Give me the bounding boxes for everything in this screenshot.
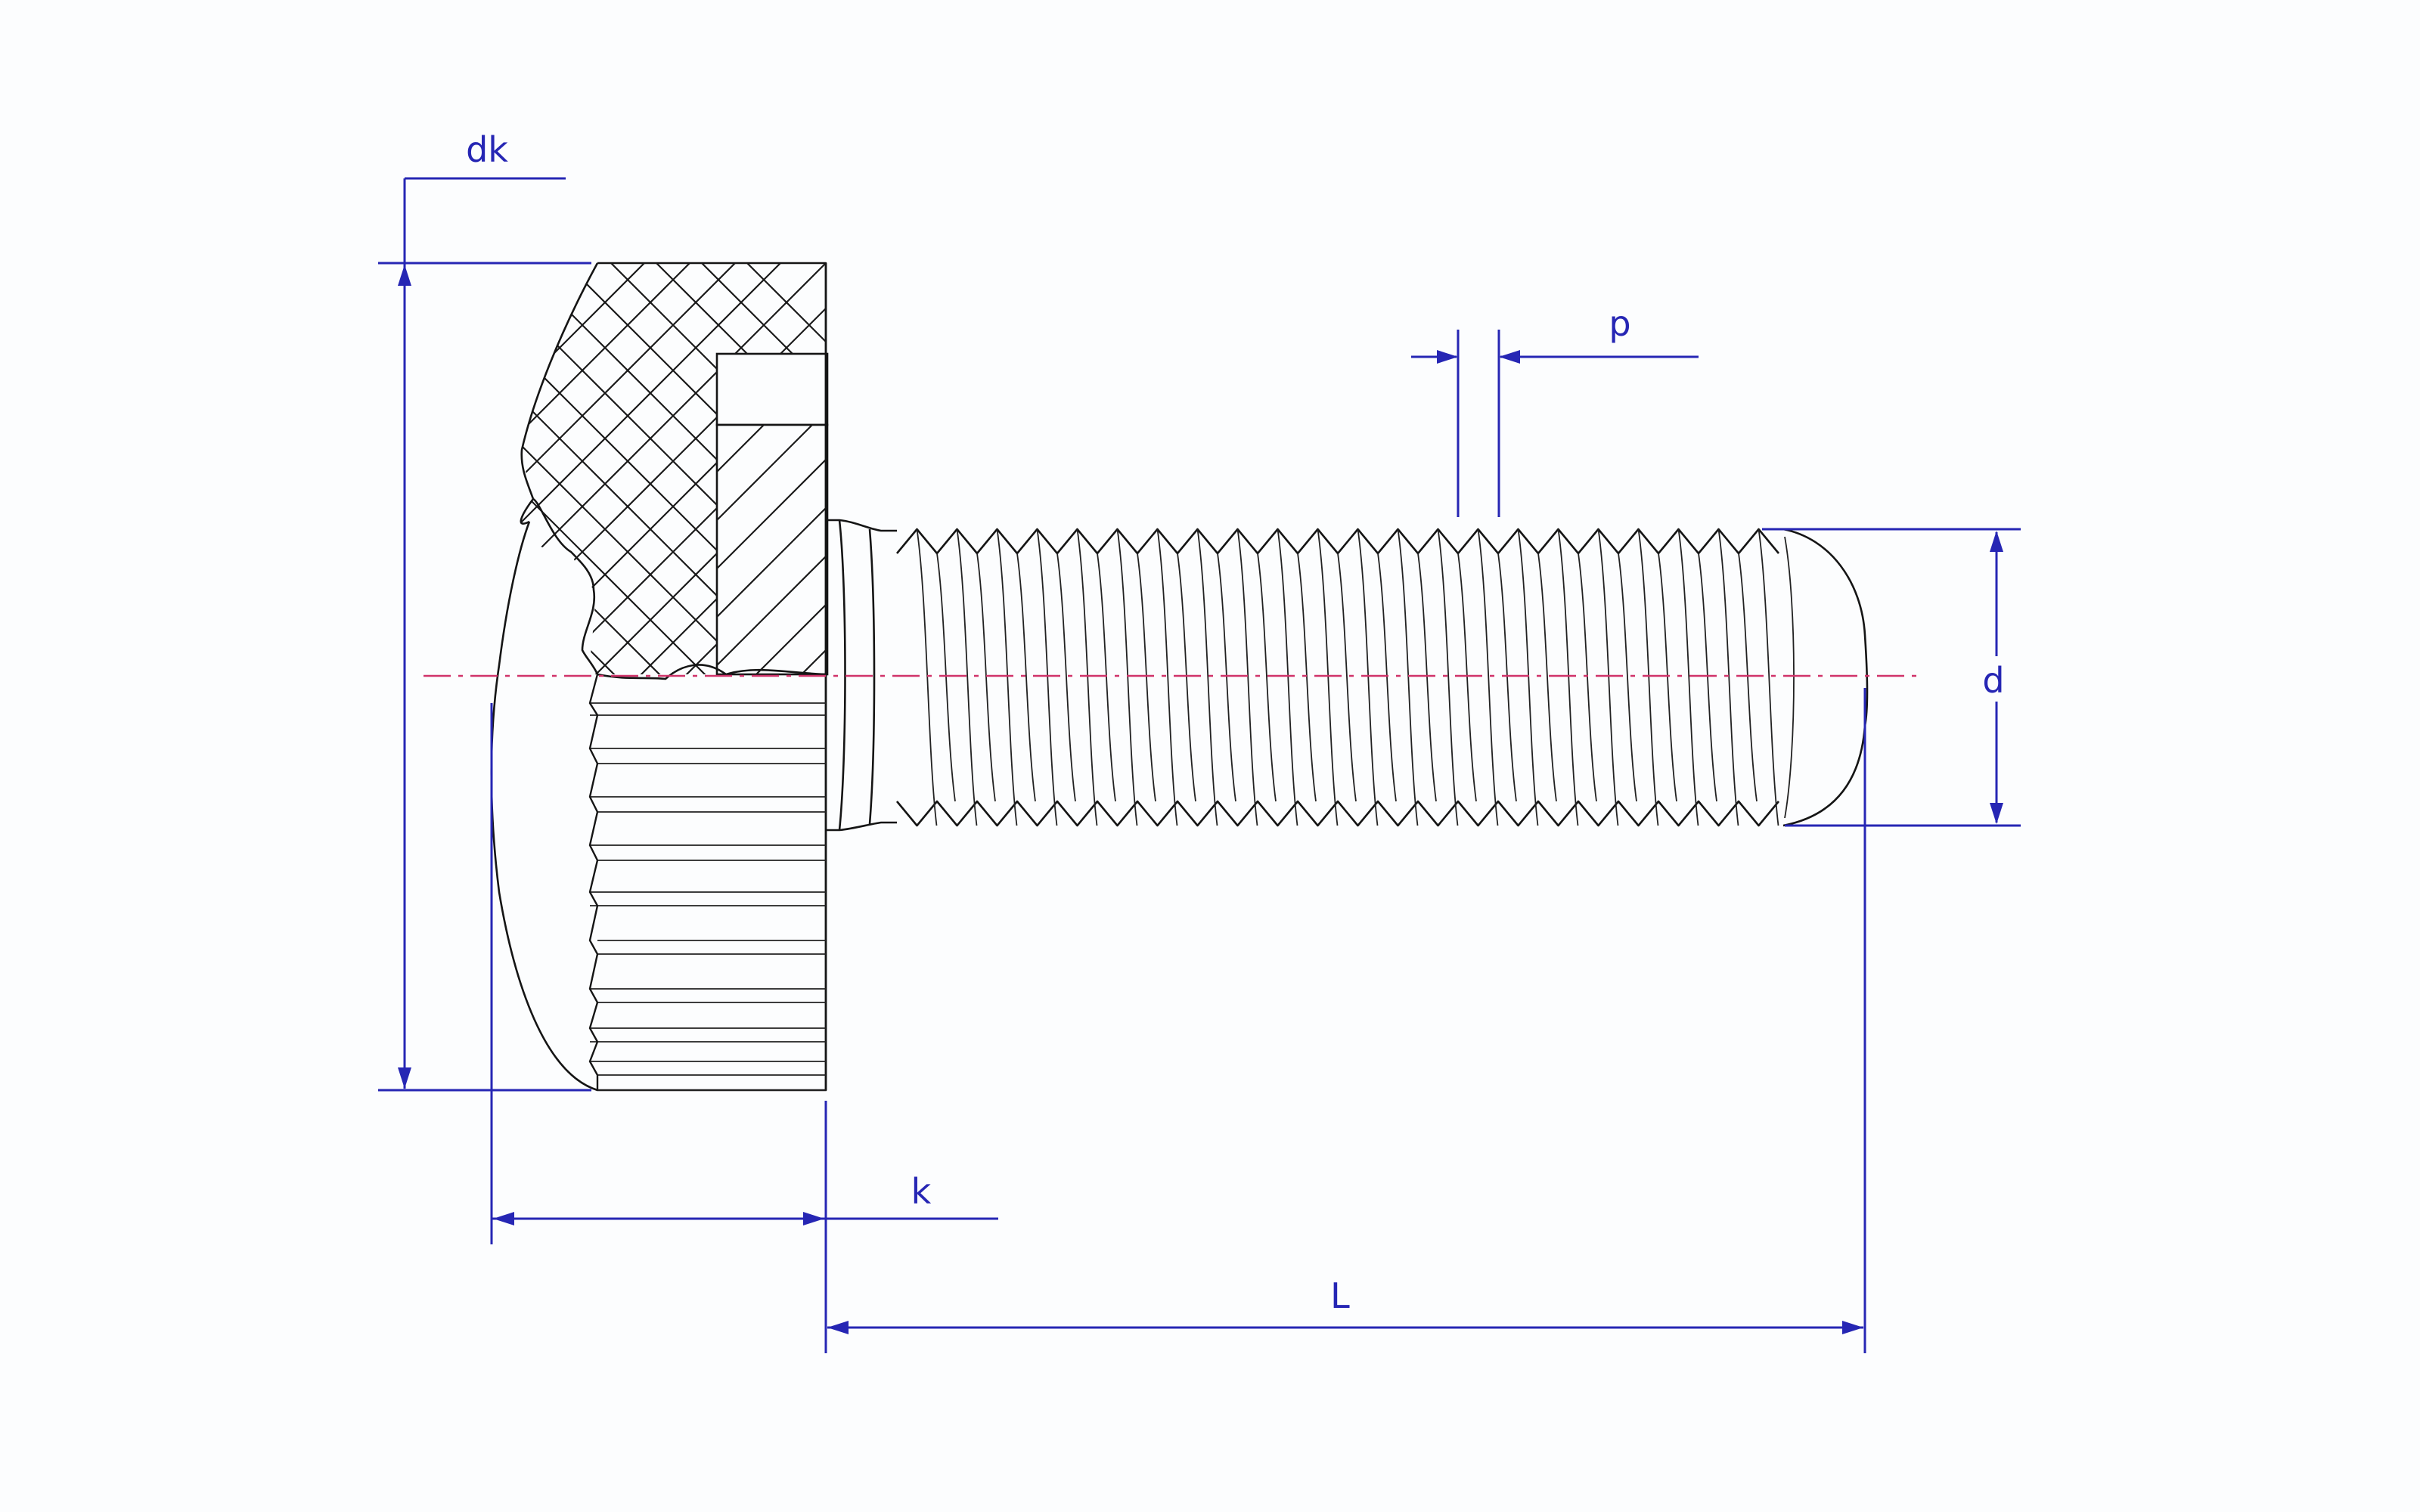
thread-crest-line xyxy=(1196,528,1218,826)
thread-crest-line xyxy=(1397,528,1419,826)
dk-arrow-top xyxy=(398,265,411,286)
thread-crest-line xyxy=(1156,528,1178,826)
thread-root-line xyxy=(1097,553,1116,802)
label-d: d xyxy=(1982,660,2004,701)
thread-crest-line xyxy=(1717,528,1739,826)
label-L: L xyxy=(1330,1275,1350,1316)
thread-root-line xyxy=(1497,553,1517,802)
thread-bottom-profile xyxy=(895,800,1780,827)
L-arrow-right xyxy=(1842,1321,1863,1334)
k-arrow-right xyxy=(803,1212,824,1225)
thread-root-line xyxy=(1297,553,1317,802)
head-recess xyxy=(715,352,829,426)
label-k: k xyxy=(911,1171,932,1212)
dim-k: k xyxy=(490,703,998,1353)
thread-crest-line xyxy=(1437,528,1459,826)
screw-head xyxy=(490,262,829,1092)
section-hatch xyxy=(716,424,828,675)
d-arrow-bottom xyxy=(1990,803,2003,824)
dim-dk: dk xyxy=(378,129,591,1092)
L-arrow-left xyxy=(827,1321,849,1334)
dk-arrow-bottom xyxy=(398,1067,411,1089)
p-arrow-right xyxy=(1499,350,1520,364)
thread-crest-line xyxy=(1036,528,1058,826)
dim-L: L xyxy=(827,688,1866,1353)
screw-tip xyxy=(1782,528,1869,827)
thread-crest-line xyxy=(1357,528,1379,826)
thread-crest-line xyxy=(1317,528,1339,826)
thread-root-line xyxy=(936,553,956,802)
screw-shank xyxy=(826,519,1869,832)
thread-root-line xyxy=(1056,553,1076,802)
head-inner-section xyxy=(715,423,829,676)
thread-root-line xyxy=(976,553,996,802)
thread-root-line xyxy=(1377,553,1397,802)
thread-crest-line xyxy=(1758,528,1779,826)
thread-root-line xyxy=(1578,553,1597,802)
thread-root-line xyxy=(1337,553,1357,802)
thread-crest-line xyxy=(916,528,938,826)
label-dk: dk xyxy=(466,129,508,170)
thread-root-line xyxy=(1137,553,1156,802)
thread-root-line xyxy=(1618,553,1637,802)
knurl-lines xyxy=(588,674,826,1091)
thread-root-line xyxy=(1738,553,1758,802)
thread-crest-line xyxy=(1236,528,1258,826)
thread-root-line xyxy=(1537,553,1557,802)
thread-crest-line xyxy=(1116,528,1138,826)
thread-root-line xyxy=(1457,553,1477,802)
label-p: p xyxy=(1609,303,1630,344)
dimension-lines: dk p d k xyxy=(378,129,2021,1353)
thread-crest-line xyxy=(956,528,978,826)
thread-root-line xyxy=(1257,553,1277,802)
head-top-curve xyxy=(520,262,599,500)
thread-root-line xyxy=(1698,553,1717,802)
p-arrow-left xyxy=(1437,350,1458,364)
thread-crest-line xyxy=(1477,528,1499,826)
head-break-line xyxy=(520,497,827,680)
thread-crest-line xyxy=(1277,528,1298,826)
thread-crest-line xyxy=(1677,528,1699,826)
thread-crest-line xyxy=(1637,528,1659,826)
thread xyxy=(895,528,1780,827)
thread-crest-line xyxy=(1076,528,1098,826)
thread-root-line xyxy=(1177,553,1196,802)
thread-root-line xyxy=(1658,553,1677,802)
thread-crest-line xyxy=(996,528,1018,826)
thread-root-line xyxy=(1417,553,1437,802)
thread-crest-line xyxy=(1557,528,1579,826)
d-arrow-top xyxy=(1990,531,2003,552)
dim-d: d xyxy=(1762,528,2021,827)
dim-p: p xyxy=(1411,303,1699,517)
k-arrow-left xyxy=(493,1212,514,1225)
thread-root-line xyxy=(1217,553,1236,802)
thread-crest-line xyxy=(1597,528,1619,826)
shank-neck xyxy=(826,519,897,832)
thread-root-line xyxy=(1016,553,1036,802)
thread-crest-line xyxy=(1517,528,1539,826)
tip-inner-curve xyxy=(1784,536,1795,819)
